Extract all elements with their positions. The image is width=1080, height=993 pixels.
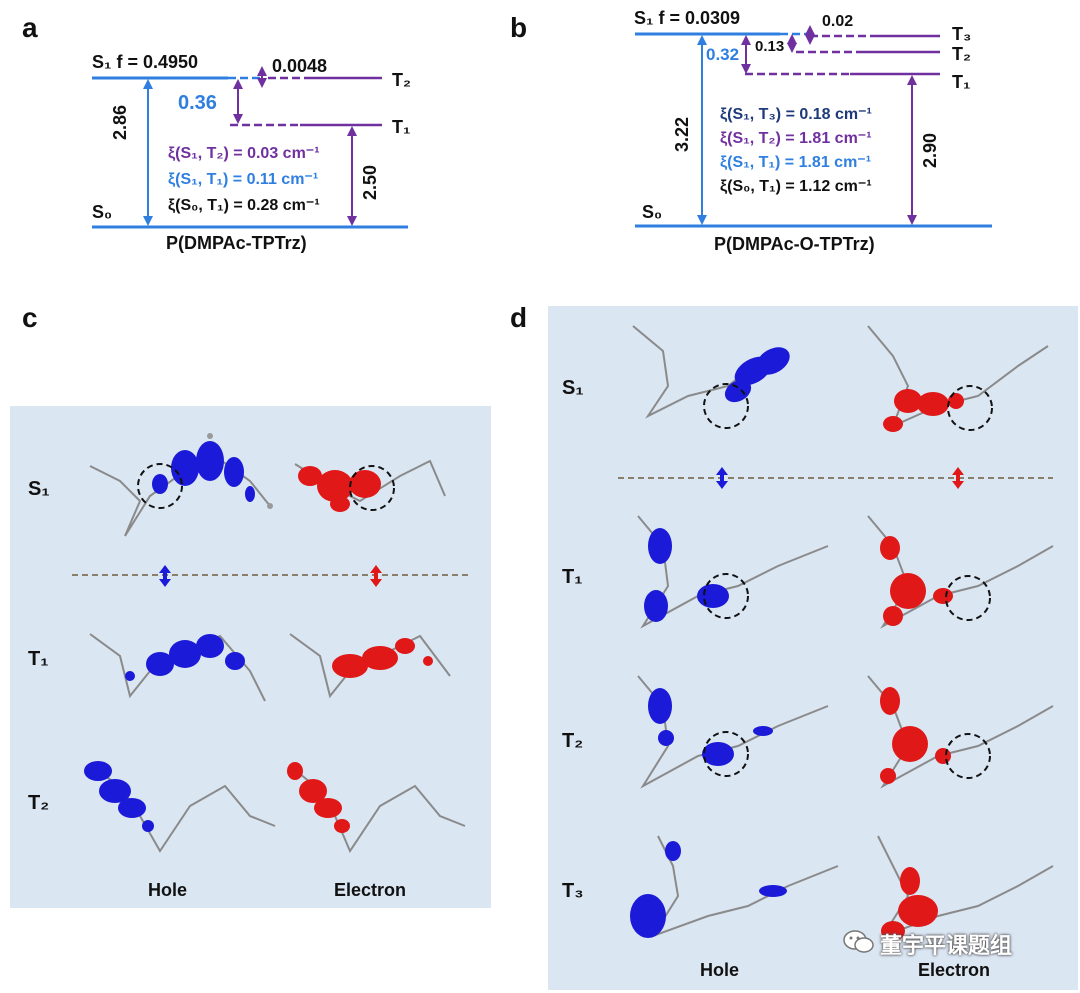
state-label-d-s1: S₁ (562, 377, 584, 399)
gap-label-b: 0.32 (706, 45, 740, 64)
double-arrow-icon (159, 565, 171, 587)
compound-b: P(DMPAc-O-TPTrz) (714, 234, 875, 254)
t2-label-a: T₂ (392, 70, 411, 90)
state-label-d-t3: T₃ (562, 880, 584, 902)
energy-diagram-b (635, 25, 992, 228)
molecule-d-t1-electron (867, 515, 1054, 629)
molecule-d-t1-hole (637, 515, 829, 629)
molecule-d-s1-hole (632, 325, 790, 429)
column-label-d-electron: Electron (918, 960, 991, 980)
double-arrow-icon (370, 565, 382, 587)
molecule-c-t1-hole (89, 633, 266, 702)
soc-b-1: ξ(S₁, T₂) = 1.81 cm⁻¹ (720, 130, 872, 147)
s1-energy-a: 2.86 (110, 104, 130, 140)
column-label-d-hole: Hole (700, 960, 740, 980)
molecule-d-t3-electron (877, 835, 1054, 941)
t2-gap-b: 0.13 (755, 38, 785, 55)
s1-label-b: S₁ f = 0.0309 (634, 8, 741, 28)
t1-label-a: T₁ (392, 117, 411, 137)
t1-energy-a: 2.50 (360, 164, 380, 200)
state-label-c-t1: T₁ (28, 648, 49, 670)
orbitals-c (72, 433, 468, 854)
state-label-d-t1: T₁ (562, 566, 583, 588)
soc-a-2: ξ(S₀, T₁) = 0.28 cm⁻¹ (168, 197, 320, 214)
panel-label-d: d (510, 302, 528, 333)
soc-a-1: ξ(S₁, T₁) = 0.11 cm⁻¹ (168, 171, 319, 188)
panel-label-c: c (22, 302, 38, 333)
coupling-small-a: 0.0048 (272, 56, 328, 76)
watermark-text: 董宇平课题组 (880, 933, 1013, 958)
wechat-icon (843, 930, 874, 953)
molecule-c-s1-electron (294, 459, 446, 512)
s1-energy-b: 3.22 (672, 116, 692, 152)
energy-diagram-a (92, 66, 408, 229)
molecule-c-t2-hole (84, 761, 276, 853)
t1-label-b: T₁ (952, 72, 971, 92)
molecule-c-s1-hole (89, 433, 273, 537)
s0-label-a: S₀ (92, 202, 113, 222)
s0-label-b: S₀ (642, 202, 663, 222)
soc-b-3: ξ(S₀, T₁) = 1.12 cm⁻¹ (720, 178, 872, 195)
soc-b-0: ξ(S₁, T₃) = 0.18 cm⁻¹ (720, 106, 872, 123)
gap-label-a: 0.36 (178, 92, 217, 114)
double-arrow-icon (716, 467, 728, 489)
panel-label-a: a (22, 12, 38, 43)
column-label-c-hole: Hole (148, 880, 188, 900)
molecule-c-t2-electron (287, 762, 466, 854)
molecule-d-t2-hole (637, 675, 829, 789)
molecule-d-s1-electron (867, 325, 1049, 432)
t3-label-b: T₃ (952, 24, 972, 44)
state-label-c-t2: T₂ (28, 792, 50, 814)
s1-label-a: S₁ f = 0.4950 (92, 52, 199, 72)
molecule-d-t3-hole (630, 835, 839, 938)
molecule-d-t2-electron (867, 675, 1054, 789)
double-arrow-icon (952, 467, 964, 489)
state-label-d-t2: T₂ (562, 730, 584, 752)
soc-a-0: ξ(S₁, T₂) = 0.03 cm⁻¹ (168, 145, 320, 162)
t2-label-b: T₂ (952, 44, 971, 64)
t3-gap-b: 0.02 (822, 13, 854, 30)
soc-b-2: ξ(S₁, T₁) = 1.81 cm⁻¹ (720, 154, 872, 171)
t1-energy-b: 2.90 (920, 132, 940, 168)
orbitals-d (618, 325, 1054, 941)
compound-a: P(DMPAc-TPTrz) (166, 233, 307, 253)
panel-label-b: b (510, 12, 528, 43)
molecule-c-t1-electron (289, 633, 451, 699)
state-label-c-s1: S₁ (28, 478, 50, 500)
column-label-c-electron: Electron (334, 880, 407, 900)
